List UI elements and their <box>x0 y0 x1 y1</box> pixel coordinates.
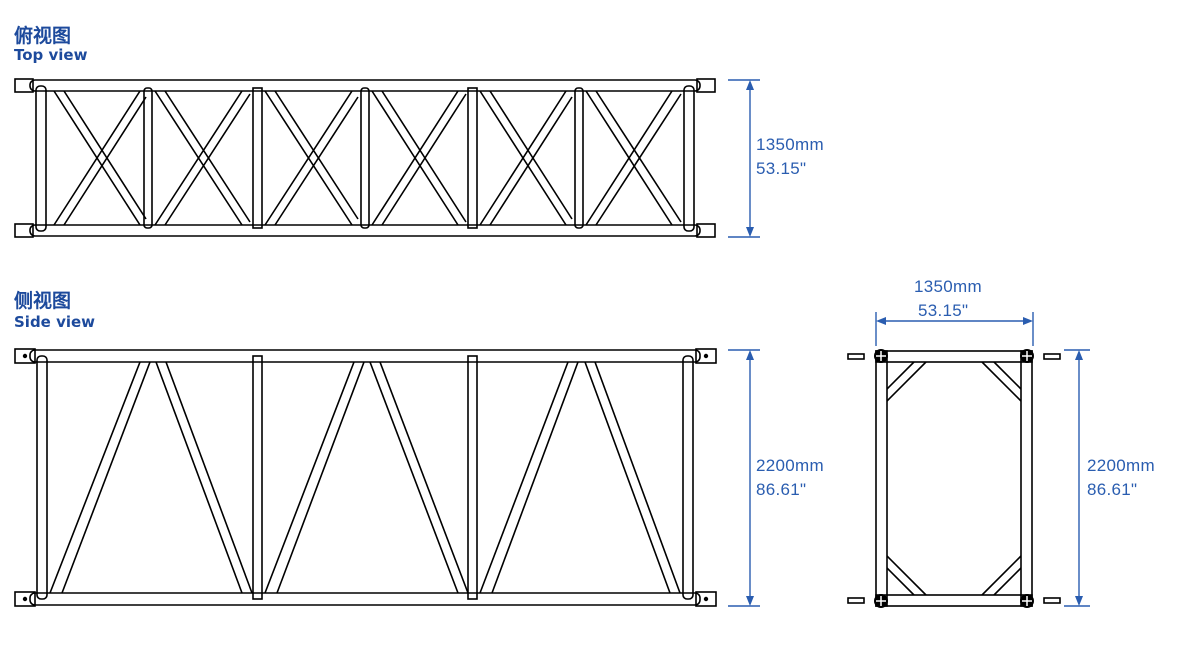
frame-bottom <box>875 594 1033 607</box>
end-post-left <box>36 355 48 600</box>
bottom-chord <box>29 592 701 606</box>
corner-brace <box>886 555 927 596</box>
frame-top <box>875 350 1033 363</box>
side-view-truss <box>14 348 717 607</box>
end-plate-top-right <box>695 348 717 364</box>
end-view-height-dimension: 2200mm 86.61" <box>1064 349 1155 607</box>
x-brace <box>585 90 682 226</box>
side-view-dimension: 2200mm 86.61" <box>728 349 824 607</box>
coupler-bottom-right <box>696 223 716 238</box>
end-view-width-in: 53.15" <box>918 301 968 320</box>
frame-left <box>875 350 888 607</box>
top-chord <box>29 349 701 363</box>
pin <box>1043 597 1061 604</box>
node <box>874 349 888 363</box>
side-view-dim-in: 86.61" <box>756 480 806 499</box>
frame-right <box>1020 350 1033 607</box>
node <box>1020 594 1034 608</box>
top-view: 俯视图 Top view <box>14 24 824 238</box>
end-plate-top-left <box>14 348 36 364</box>
corner-brace <box>886 361 927 402</box>
x-brace <box>264 90 359 226</box>
end-post-right <box>683 85 695 232</box>
end-view-height-mm: 2200mm <box>1087 456 1155 475</box>
end-view-width-dimension: 1350mm 53.15" <box>875 277 1034 346</box>
end-view-frame <box>847 349 1061 608</box>
node <box>874 594 888 608</box>
node <box>1020 349 1034 363</box>
diagonal <box>49 361 151 594</box>
vertical <box>360 87 370 229</box>
vertical-sleeve <box>467 355 478 600</box>
diagonal <box>264 361 365 594</box>
top-view-truss <box>14 78 716 238</box>
top-view-dim-in: 53.15" <box>756 159 806 178</box>
diagonal <box>479 361 579 594</box>
pin <box>847 597 865 604</box>
vertical <box>143 87 153 229</box>
x-brace <box>479 90 573 226</box>
end-plate-bottom-right <box>695 591 717 607</box>
end-post-right <box>682 355 694 600</box>
pin <box>847 353 865 360</box>
side-view-dim-mm: 2200mm <box>756 456 824 475</box>
diagonal <box>584 361 681 594</box>
end-view-width-mm: 1350mm <box>914 277 982 296</box>
side-view-title-en: Side view <box>14 313 95 331</box>
corner-brace <box>981 361 1022 402</box>
corner-brace <box>981 555 1022 596</box>
top-view-title-cn: 俯视图 <box>14 24 71 47</box>
end-plate-bottom-left <box>14 591 36 607</box>
x-brace <box>154 90 251 226</box>
pin <box>1043 353 1061 360</box>
top-view-dimension: 1350mm 53.15" <box>728 79 824 238</box>
bottom-chord <box>29 224 701 237</box>
top-view-title-en: Top view <box>14 46 88 64</box>
top-view-dim-mm: 1350mm <box>756 135 824 154</box>
side-view-title-cn: 侧视图 <box>14 289 71 312</box>
coupler-bottom-left <box>14 223 34 238</box>
vertical-sleeve <box>467 87 478 229</box>
side-view: 侧视图 Side view <box>14 289 824 607</box>
x-brace <box>371 90 467 226</box>
coupler-top-right <box>696 78 716 93</box>
end-post-left <box>35 85 47 232</box>
vertical-sleeve <box>252 87 263 229</box>
diagonal <box>369 361 469 594</box>
vertical-sleeve <box>252 355 263 600</box>
top-chord <box>29 79 701 92</box>
coupler-top-left <box>14 78 34 93</box>
end-view: 1350mm 53.15" <box>847 277 1155 608</box>
diagonal <box>155 361 253 594</box>
x-brace <box>53 90 147 226</box>
end-view-height-in: 86.61" <box>1087 480 1137 499</box>
vertical <box>574 87 584 229</box>
